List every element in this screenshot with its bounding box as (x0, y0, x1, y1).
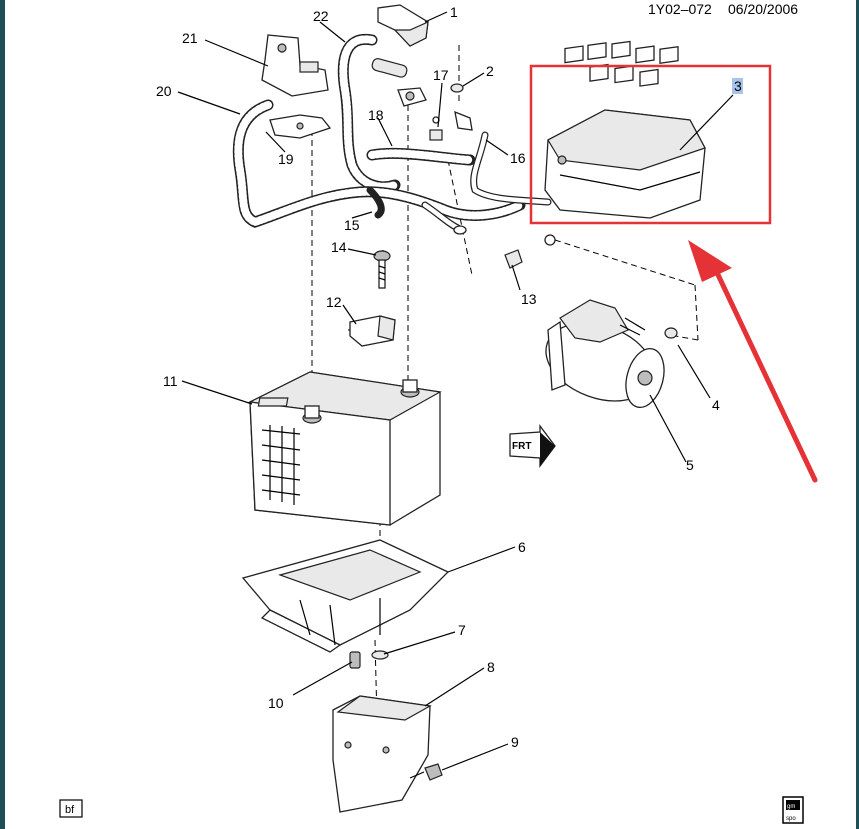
window-right-edge (856, 0, 859, 829)
part-12-battery-hold-down[interactable] (349, 315, 396, 347)
callout-20[interactable]: 20 (156, 83, 172, 99)
callout-9[interactable]: 9 (511, 734, 519, 750)
front-direction-indicator: FRT (509, 424, 556, 468)
front-label: FRT (512, 441, 531, 452)
bottom-left-badge: bf (59, 799, 83, 818)
callout-7[interactable]: 7 (458, 622, 466, 638)
part-7-nut[interactable] (371, 650, 389, 660)
callout-13[interactable]: 13 (521, 291, 537, 307)
window-left-edge (0, 0, 5, 829)
callout-leader-lines (177, 11, 734, 771)
part-19-ground-bracket[interactable] (269, 114, 332, 139)
part-9-bolt[interactable] (409, 763, 443, 781)
callout-14[interactable]: 14 (331, 239, 347, 255)
callout-3-selection (732, 78, 743, 94)
part-15-cable[interactable] (366, 186, 467, 235)
badge-bf: bf (65, 804, 75, 816)
part-5-starter-motor[interactable] (535, 299, 670, 415)
callout-1[interactable]: 1 (450, 4, 458, 20)
logo-spo: spo (786, 816, 796, 822)
part-2-nut[interactable] (450, 83, 464, 93)
part-8-tray-support-bracket[interactable] (332, 695, 432, 813)
callout-12[interactable]: 12 (326, 294, 342, 310)
part-10-retainer-clip[interactable] (349, 651, 361, 669)
positive-terminal-clamp[interactable] (397, 87, 473, 131)
callout-21[interactable]: 21 (182, 30, 198, 46)
part-11-battery[interactable] (247, 371, 442, 526)
part-3-highlight-box (529, 64, 772, 225)
part-22-positive-cable[interactable] (337, 33, 408, 193)
part-16-cable[interactable] (470, 131, 552, 206)
logo-gm: gm (787, 804, 795, 810)
bottom-right-logo: gm spo (782, 796, 804, 824)
part-20-harness-conduit[interactable] (232, 99, 526, 228)
drawing-id: 1Y02–072 (648, 1, 712, 17)
callout-15[interactable]: 15 (344, 217, 360, 233)
part-6-battery-tray[interactable] (241, 539, 450, 653)
part-4-nut[interactable] (664, 327, 678, 339)
callout-8[interactable]: 8 (487, 659, 495, 675)
callout-4[interactable]: 4 (712, 397, 720, 413)
callout-22[interactable]: 22 (313, 8, 329, 24)
callout-numbers: 1 2 3 4 5 6 7 8 9 10 11 12 13 14 15 16 1… (156, 4, 743, 750)
part-21-junction-bracket[interactable] (261, 34, 329, 97)
callout-19[interactable]: 19 (278, 151, 294, 167)
part-13-bolt[interactable] (504, 234, 556, 269)
callout-6[interactable]: 6 (518, 539, 526, 555)
red-pointer-arrow (688, 240, 818, 483)
callout-18[interactable]: 18 (368, 107, 384, 123)
callout-11[interactable]: 11 (163, 373, 178, 389)
callout-2[interactable]: 2 (486, 63, 494, 79)
part-1-terminal-cover[interactable] (377, 4, 429, 47)
drawing-date: 06/20/2006 (728, 1, 798, 17)
callout-16[interactable]: 16 (510, 150, 526, 166)
part-14-bolt[interactable] (373, 250, 391, 289)
callout-17[interactable]: 17 (433, 67, 449, 83)
callout-3[interactable]: 3 (734, 78, 742, 94)
part-18-wiring-conduit[interactable] (366, 147, 476, 166)
part-17-terminal-clip[interactable] (429, 116, 443, 141)
part-3-fuse-block[interactable] (544, 40, 706, 219)
callout-10[interactable]: 10 (268, 695, 284, 711)
callout-5[interactable]: 5 (686, 457, 694, 473)
